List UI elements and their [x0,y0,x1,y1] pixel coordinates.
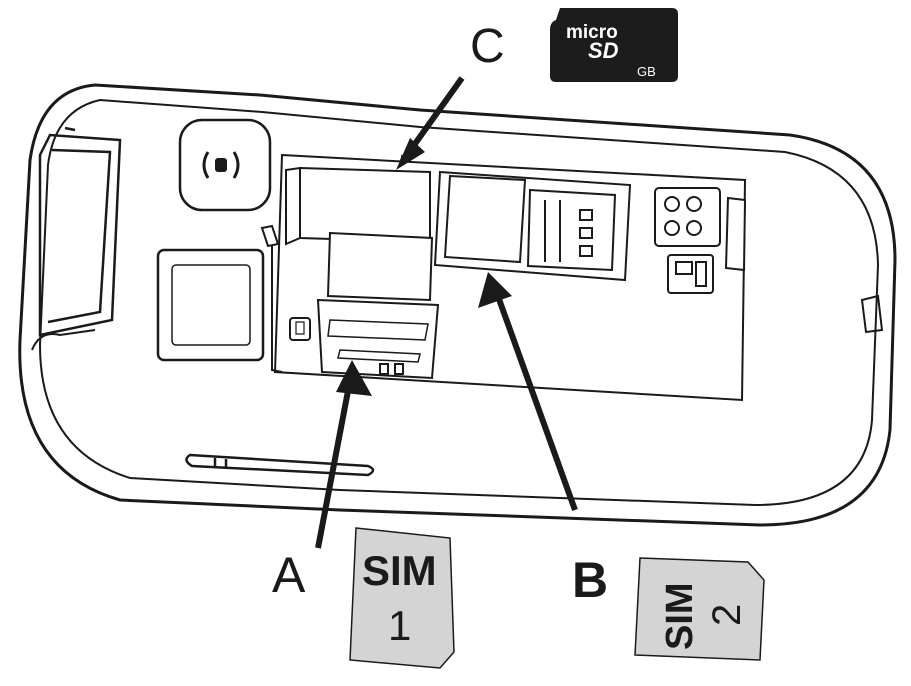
sim1-line1: SIM [362,547,437,594]
sim2-card: SIM 2 [634,557,765,661]
arrowheads [336,138,512,396]
label-b: B [572,552,608,608]
phone-body [18,83,897,527]
sim2-line1: SIM [659,582,701,650]
sim1-slot [316,231,440,380]
microsd-micro-text: micro [566,22,618,43]
microsd-sd-text: SD [588,38,619,63]
connector-marks [289,317,311,341]
arrow-b [492,284,578,512]
speaker-icon [178,118,272,212]
microsd-gb-text: GB [637,64,656,79]
label-a: A [272,547,306,603]
battery-compartment [271,153,747,402]
sim2-line2: 2 [705,604,749,626]
bottom-slot [185,453,375,477]
label-c: C [470,20,505,73]
battery-latch [38,126,122,337]
sim1-line2: 1 [388,602,411,649]
sim1-card: SIM 1 [349,527,455,669]
battery-contacts [654,187,747,294]
microsd-card: micro SD GB [550,8,678,82]
sim2-slot [433,170,632,282]
right-latch [860,294,884,334]
contact-pad [156,248,265,362]
arrow-a [315,366,356,549]
